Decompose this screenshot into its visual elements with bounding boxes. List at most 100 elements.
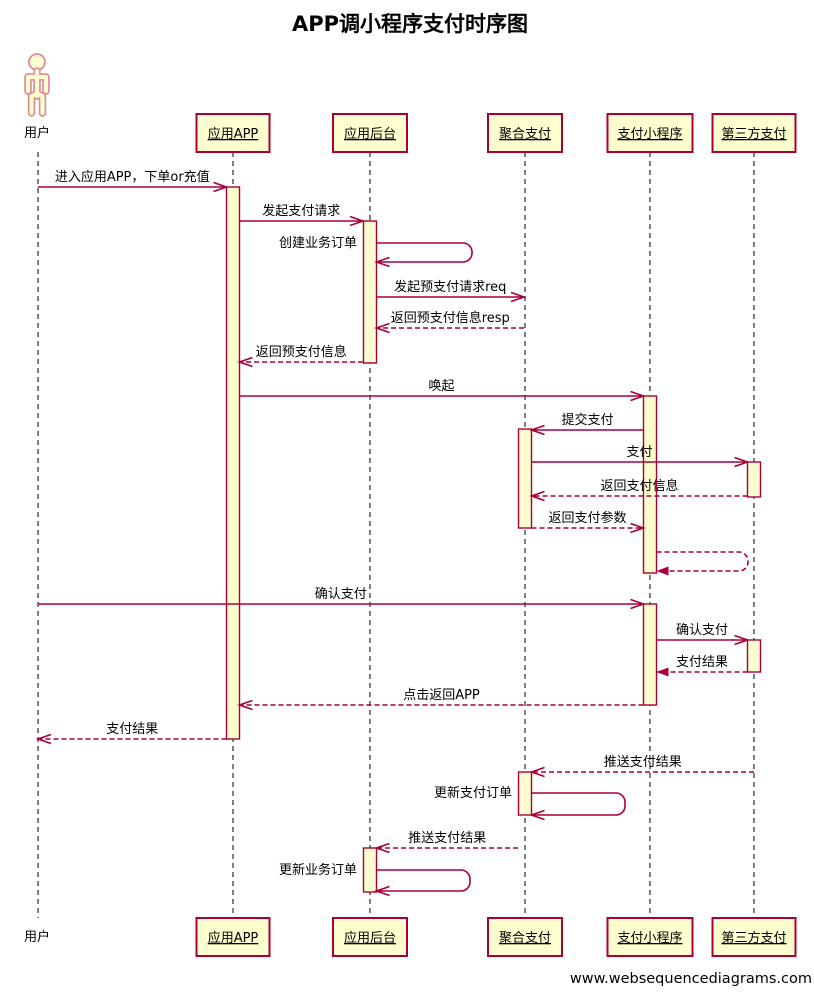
arrowhead-open [630,598,646,610]
participant-label-bottom: 应用后台 [344,930,396,946]
message-label: 唤起 [428,379,454,394]
message-label: 支付结果 [676,655,728,670]
participant-mini-bottom [606,917,694,957]
arrowhead-open [510,291,527,303]
message: 支付结果 [656,655,748,677]
participant-third-top [711,113,797,153]
arrowhead-open [374,885,390,897]
arrowhead-open [529,424,545,436]
message [656,551,749,576]
message: 返回支付参数 [531,510,646,534]
activation-bar-app [225,186,241,740]
arrowhead-open [374,322,390,334]
self-message-line [376,242,473,263]
participant-label-bottom: 聚合支付 [499,931,551,946]
activation-bar-backend [362,220,378,364]
actor-body-fill [25,68,49,116]
participant-app-bottom [195,917,271,957]
message: 发起预支付请求req [376,279,527,303]
message: 推送支付结果 [374,831,518,854]
participant-label-bottom: 第三方支付 [721,930,786,946]
message-label: 进入应用APP，下单or充值 [55,169,210,185]
self-message-line [656,551,749,572]
message: 点击返回APP [237,688,644,711]
message: 提交支付 [529,412,644,436]
activation-bar-third [746,461,762,498]
participant-label-top: 应用APP [208,126,259,142]
participant-agg-top [487,113,563,153]
activation-bar-third [746,639,762,673]
arrowhead-open [630,390,646,402]
arrowhead-open [529,490,545,502]
message-label: 支付结果 [106,722,158,737]
activation-bar-backend [362,847,378,893]
message: 推送支付结果 [529,755,754,778]
participant-label-bottom: 用户 [24,929,50,945]
user-actor-icon [24,53,50,117]
arrowhead-open [213,181,229,193]
arrowhead-open [349,215,366,227]
message-label: 推送支付结果 [408,831,486,846]
arrowhead-open [630,522,646,534]
message: 进入应用APP，下单or充值 [38,169,229,193]
message-label: 支付 [626,445,652,460]
self-message-line [376,869,471,892]
arrowhead-open [529,809,545,821]
message-label: 返回预支付信息resp [391,310,510,326]
message-label: 推送支付结果 [604,755,682,770]
message-label: 更新支付订单 [434,785,512,801]
arrowhead-open [35,733,52,745]
participant-label-bottom: 应用APP [208,930,259,946]
message: 返回支付信息 [529,478,748,502]
message-label: 返回支付信息 [600,478,678,494]
message-label: 提交支付 [561,412,613,428]
participant-third-bottom [711,917,797,957]
message-label: 确认支付 [315,587,367,602]
message-label: 点击返回APP [403,688,480,703]
message-label: 返回支付参数 [548,510,626,526]
self-message-line [531,792,626,816]
message: 更新业务订单 [279,862,471,897]
diagram-title: APP调小程序支付时序图 [292,12,528,36]
participant-backend-bottom [332,917,408,957]
arrowhead-open [374,256,390,268]
message-label: 发起预支付请求req [394,279,506,295]
message-label: 确认支付 [676,623,728,638]
message-label: 返回预支付信息 [256,344,347,360]
watermark-text: www.websequencediagrams.com [570,971,812,987]
message-label: 创建业务订单 [279,235,357,251]
participant-label-top: 用户 [24,125,50,141]
arrowhead-open [237,356,253,368]
message: 确认支付 [656,623,750,646]
participant-backend-top [332,113,408,153]
message-label: 更新业务订单 [279,862,357,878]
message: 返回预支付信息resp [374,310,524,334]
activation-bar-mini [642,395,658,574]
message: 发起支付请求 [239,203,366,227]
activation-bar-agg [517,771,533,816]
message: 创建业务订单 [279,235,473,268]
arrowhead-filled [656,566,669,576]
arrowhead-open [734,634,750,646]
message: 更新支付订单 [434,785,626,821]
message-label: 发起支付请求 [262,203,340,219]
participant-label-bottom: 支付小程序 [617,931,682,946]
arrowhead-open [734,456,750,468]
participant-label-top: 第三方支付 [721,126,786,142]
message: 支付 [531,445,750,468]
participant-label-top: 应用后台 [344,126,396,142]
arrowhead-open [374,842,390,854]
message: 返回预支付信息 [237,344,363,368]
message: 确认支付 [38,587,646,610]
message: 支付结果 [35,722,227,745]
arrowhead-open [237,699,253,711]
participant-label-top: 聚合支付 [499,127,551,142]
arrowhead-open [529,766,545,778]
message: 唤起 [239,379,646,402]
participant-mini-top [606,113,694,153]
arrowhead-filled [656,667,669,677]
activation-bar-mini [642,603,658,706]
participant-label-top: 支付小程序 [617,127,682,142]
